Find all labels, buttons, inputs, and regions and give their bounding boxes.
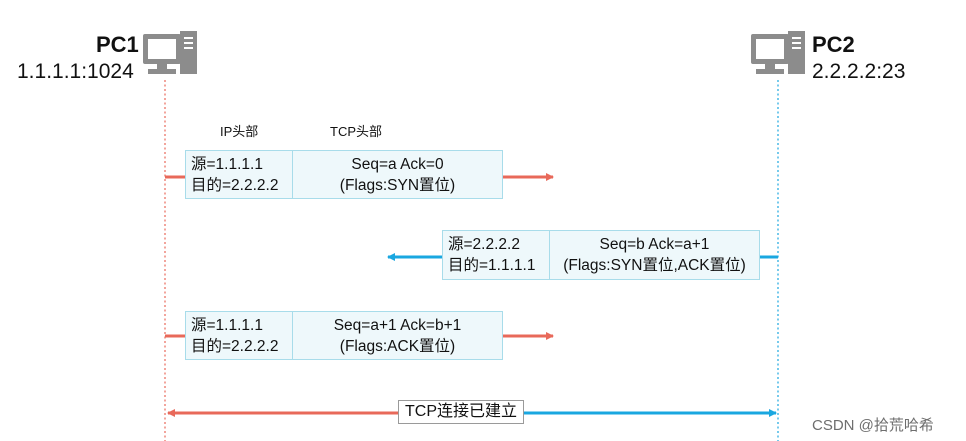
seq-ack: Seq=b Ack=a+1 bbox=[599, 236, 710, 253]
packet-1: 源=1.1.1.1 目的=2.2.2.2 Seq=a Ack=0 (Flags:… bbox=[185, 150, 503, 199]
pc2-name: PC2 bbox=[812, 32, 855, 57]
source-address: 源=2.2.2.2 bbox=[448, 236, 520, 253]
pc2-address: 2.2.2.2:23 bbox=[812, 60, 906, 83]
seq-ack: Seq=a+1 Ack=b+1 bbox=[333, 316, 462, 334]
destination-address: 目的=2.2.2.2 bbox=[191, 337, 279, 355]
tcp-header-cell: Seq=a Ack=0 (Flags:SYN置位) bbox=[293, 151, 502, 198]
source-address: 源=1.1.1.1 bbox=[191, 316, 263, 334]
ip-header-label: IP头部 bbox=[220, 124, 259, 139]
pc1-computer-icon bbox=[143, 31, 197, 74]
pc1-name: PC1 bbox=[96, 32, 139, 57]
tcp-header-cell: Seq=b Ack=a+1 (Flags:SYN置位,ACK置位) bbox=[550, 231, 759, 279]
source-address: 源=1.1.1.1 bbox=[191, 155, 263, 173]
packet-3: 源=1.1.1.1 目的=2.2.2.2 Seq=a+1 Ack=b+1 (Fl… bbox=[185, 311, 503, 360]
pc2-computer-icon bbox=[751, 31, 805, 74]
packet-2: 源=2.2.2.2 目的=1.1.1.1 Seq=b Ack=a+1 (Flag… bbox=[442, 230, 760, 280]
tcp-header-label: TCP头部 bbox=[330, 124, 383, 139]
flags: (Flags:SYN置位) bbox=[339, 176, 456, 194]
ip-header-cell: 源=1.1.1.1 目的=2.2.2.2 bbox=[186, 151, 293, 198]
flags: (Flags:SYN置位,ACK置位) bbox=[563, 257, 746, 274]
watermark: CSDN @拾荒哈希 bbox=[812, 417, 934, 434]
seq-ack: Seq=a Ack=0 bbox=[351, 155, 444, 173]
destination-address: 目的=1.1.1.1 bbox=[448, 257, 536, 274]
flags: (Flags:ACK置位) bbox=[339, 337, 456, 355]
ip-header-cell: 源=1.1.1.1 目的=2.2.2.2 bbox=[186, 312, 293, 359]
ip-header-cell: 源=2.2.2.2 目的=1.1.1.1 bbox=[443, 231, 550, 279]
tcp-header-cell: Seq=a+1 Ack=b+1 (Flags:ACK置位) bbox=[293, 312, 502, 359]
pc1-address: 1.1.1.1:1024 bbox=[17, 60, 134, 83]
destination-address: 目的=2.2.2.2 bbox=[191, 176, 279, 194]
connection-established-label: TCP连接已建立 bbox=[398, 400, 524, 424]
